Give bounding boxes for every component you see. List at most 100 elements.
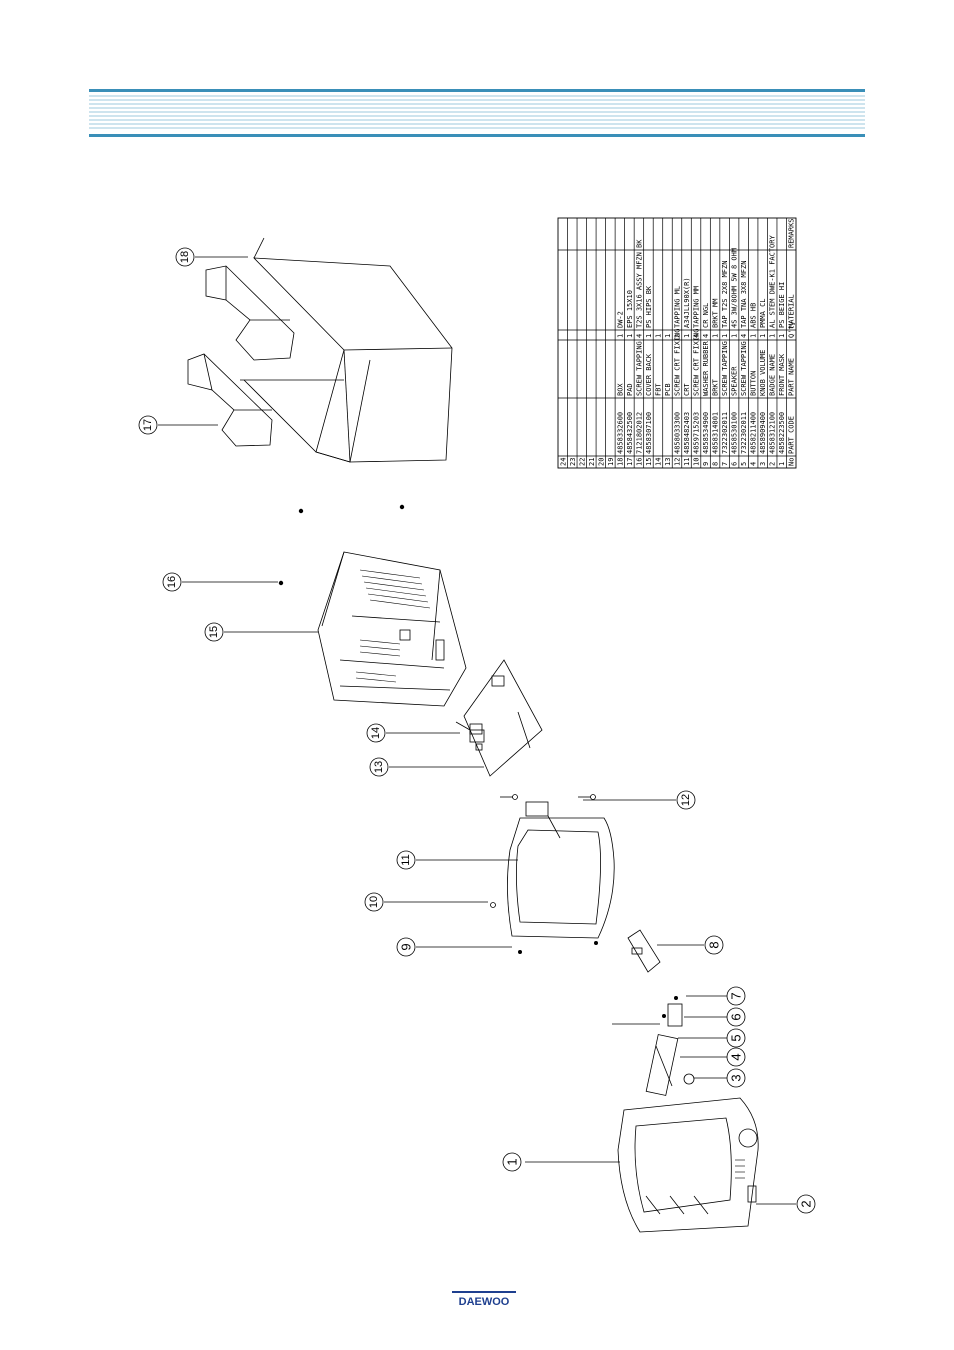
table-cell: 21 xyxy=(588,458,596,466)
table-cell: WASHER RUBBER xyxy=(702,340,710,396)
table-cell: 4858312100 xyxy=(769,412,777,454)
volume-knob xyxy=(683,1073,695,1085)
table-cell: 1 xyxy=(759,334,767,338)
table-cell: BOX xyxy=(616,383,624,396)
table-cell: 16 xyxy=(635,458,643,466)
table-cell: TAPPING MM xyxy=(693,286,701,328)
table-cell: FBT xyxy=(654,383,662,396)
callout-17: 17 xyxy=(138,415,158,435)
table-cell: 1 xyxy=(778,334,786,338)
table-cell: BRKT xyxy=(712,378,720,396)
table-cell: SCREW CRT FIXING xyxy=(674,329,682,396)
table-cell: 4858033300 xyxy=(674,412,682,454)
table-cell: PS HIPS BK xyxy=(645,285,653,328)
svg-text:15: 15 xyxy=(208,626,220,638)
table-cell: 4858909400 xyxy=(759,412,767,454)
table-cell: 15 xyxy=(645,458,653,466)
callout-16: 16 xyxy=(162,572,182,592)
svg-text:4: 4 xyxy=(729,1053,744,1060)
table-cell: CR NGL xyxy=(702,303,710,328)
table-cell: 1 xyxy=(769,334,777,338)
svg-text:1: 1 xyxy=(505,1158,520,1165)
table-cell: 4 xyxy=(702,334,710,338)
table-cell: 17 xyxy=(626,458,634,466)
svg-text:9: 9 xyxy=(399,943,414,950)
table-cell: 23 xyxy=(569,458,577,466)
table-cell: 7322302011 xyxy=(721,412,729,454)
table-cell: 20 xyxy=(597,458,605,466)
table-cell: 1 xyxy=(616,334,624,338)
svg-text:14: 14 xyxy=(370,727,382,739)
table-header-cell: PART CODE xyxy=(788,416,796,454)
table-cell: DW-2 xyxy=(616,311,624,328)
callout-12: 12 xyxy=(676,790,696,810)
table-cell: PMMA CL xyxy=(759,298,767,328)
table-cell: 18 xyxy=(616,458,624,466)
table-cell: SCREW TAPPING xyxy=(740,341,748,396)
table-cell: 1 xyxy=(721,334,729,338)
svg-text:18: 18 xyxy=(179,251,191,263)
svg-text:8: 8 xyxy=(707,941,722,948)
table-cell: 4858223500 xyxy=(778,412,786,454)
table-cell: 7 xyxy=(721,462,729,466)
callout-10: 10 xyxy=(364,892,384,912)
table-cell: SCREW CRT FIXING xyxy=(693,329,701,396)
table-cell: 4858534900 xyxy=(702,412,710,454)
callout-11: 11 xyxy=(396,850,416,870)
table-cell: T2S 3X16 ASSY MFZN BK xyxy=(635,239,643,328)
table-cell: 14 xyxy=(654,458,662,466)
table-cell: 4858314801 xyxy=(712,412,720,454)
callout-4: 4 xyxy=(726,1047,746,1067)
callout-8: 8 xyxy=(704,935,724,955)
table-cell: PS BEIGE HI xyxy=(778,282,786,328)
table-cell: SCREW TAPPING xyxy=(635,341,643,396)
table-cell: 1 xyxy=(683,334,691,338)
back-cover xyxy=(317,551,467,707)
table-cell: 11 xyxy=(683,458,691,466)
table-cell: 6 xyxy=(731,462,739,466)
callout-15: 15 xyxy=(204,622,224,642)
table-cell: COVER BACK xyxy=(645,353,653,396)
front-mask xyxy=(617,1097,759,1233)
table-cell: 22 xyxy=(578,458,586,466)
table-cell: 5 xyxy=(740,462,748,466)
callout-13: 13 xyxy=(369,757,389,777)
table-cell: 1 xyxy=(712,334,720,338)
table-cell: 4858530100 xyxy=(731,412,739,454)
table-cell: 1 xyxy=(778,462,786,466)
table-cell: TAP T2S 2X8 MFZN xyxy=(721,261,729,328)
packing-pad-lower xyxy=(187,353,273,447)
pcb-board xyxy=(463,659,543,777)
table-cell: 1 xyxy=(626,334,634,338)
svg-text:7: 7 xyxy=(729,992,744,999)
table-cell: BRKT MM xyxy=(712,298,720,328)
callout-18: 18 xyxy=(175,247,195,267)
svg-text:11: 11 xyxy=(400,854,412,865)
header-band xyxy=(89,89,865,137)
table-cell: 7121802012 xyxy=(635,412,643,454)
fbt xyxy=(455,721,485,743)
svg-text:13: 13 xyxy=(373,761,385,773)
svg-text:6: 6 xyxy=(729,1013,744,1020)
table-cell: 13 xyxy=(664,458,672,466)
table-cell: 8 xyxy=(712,462,720,466)
table-cell: 1 xyxy=(664,334,672,338)
packing-pad-upper xyxy=(205,265,295,361)
table-cell: 1 xyxy=(750,334,758,338)
callout-14: 14 xyxy=(366,723,386,743)
table-cell: 4859715203 xyxy=(693,412,701,454)
callout-3: 3 xyxy=(726,1068,746,1088)
table-header-cell: MATERIAL xyxy=(788,294,796,328)
table-cell: TAP TNA 3X8 MFZN xyxy=(740,261,748,328)
table-cell: 1 xyxy=(731,334,739,338)
table-cell: A34JLL90X(R) xyxy=(683,277,691,328)
table-cell: 9 xyxy=(702,462,710,466)
bracket xyxy=(627,929,661,973)
table-cell: PCB xyxy=(664,383,672,396)
svg-text:2: 2 xyxy=(799,1200,814,1207)
svg-text:5: 5 xyxy=(729,1034,744,1041)
table-cell: 19 xyxy=(607,458,615,466)
svg-text:3: 3 xyxy=(729,1074,744,1081)
